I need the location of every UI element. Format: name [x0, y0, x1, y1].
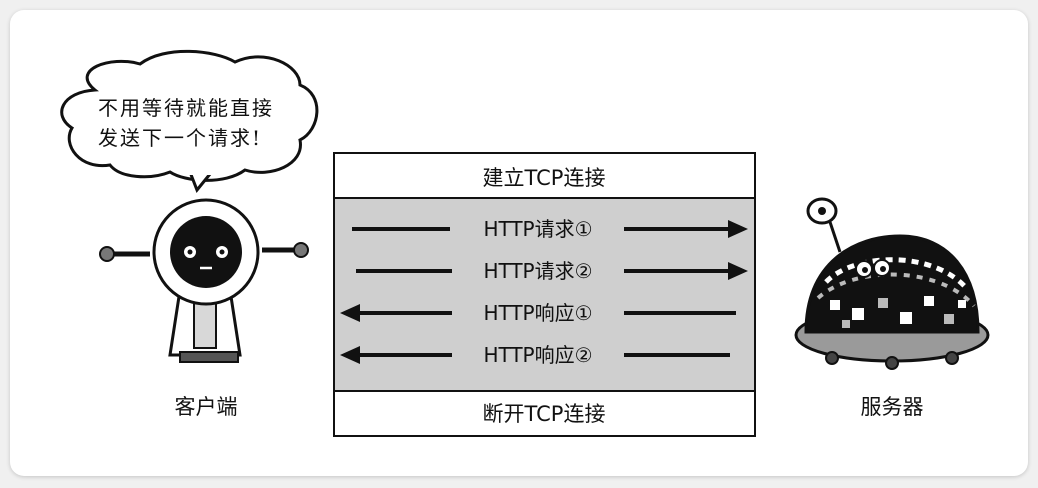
- server-light: [852, 308, 864, 320]
- message-response-2: HTTP响应②: [340, 343, 730, 367]
- speech-bubble-shape: [60, 49, 319, 182]
- speech-bubble-tail-mask: [186, 168, 212, 175]
- message-label: HTTP请求①: [483, 217, 592, 241]
- server-wheel: [825, 351, 839, 365]
- server-robot-icon: [794, 197, 990, 370]
- speech-bubble-line2: 发送下一个请求!: [98, 126, 262, 150]
- server-label: 服务器: [861, 395, 924, 419]
- server-wheel: [885, 356, 899, 370]
- server-light: [900, 312, 912, 324]
- server-light: [830, 300, 840, 310]
- arrow-right-icon: [728, 262, 748, 280]
- speech-bubble: 不用等待就能直接 发送下一个请求!: [60, 49, 319, 193]
- message-label: HTTP响应①: [483, 301, 592, 325]
- message-label: HTTP响应②: [483, 343, 592, 367]
- server-wheel: [945, 351, 959, 365]
- server-stripe: [816, 272, 976, 308]
- client-face: [170, 216, 242, 288]
- arrow-left-icon: [340, 346, 360, 364]
- server-stripe: [824, 257, 970, 292]
- server-light: [924, 296, 934, 306]
- message-request-1: HTTP请求①: [352, 217, 748, 241]
- client-label: 客户端: [175, 395, 238, 419]
- client-robot-icon: [99, 198, 309, 363]
- message-response-1: HTTP响应①: [340, 301, 736, 325]
- arrow-left-icon: [340, 304, 360, 322]
- message-request-2: HTTP请求②: [356, 259, 748, 283]
- client-right-hand: [293, 242, 309, 258]
- disconnect-label: 断开TCP连接: [483, 402, 606, 426]
- server-light: [958, 300, 966, 308]
- speech-bubble-line1: 不用等待就能直接: [98, 96, 274, 120]
- speech-bubble-tail: [188, 171, 212, 193]
- arrow-right-icon: [728, 220, 748, 238]
- server-antenna: [828, 221, 842, 253]
- connect-label: 建立TCP连接: [483, 166, 606, 190]
- server-light: [878, 298, 888, 308]
- server-light: [944, 314, 954, 324]
- server-dome: [804, 234, 980, 334]
- sequence-box: 建立TCP连接 断开TCP连接 HTTP请求① HTTP请求② HTTP响应①: [333, 152, 756, 437]
- client-body-panel: [193, 301, 217, 349]
- server-light: [842, 320, 850, 328]
- client-left-hand: [99, 246, 115, 262]
- message-label: HTTP请求②: [483, 259, 592, 283]
- client-base: [179, 351, 239, 363]
